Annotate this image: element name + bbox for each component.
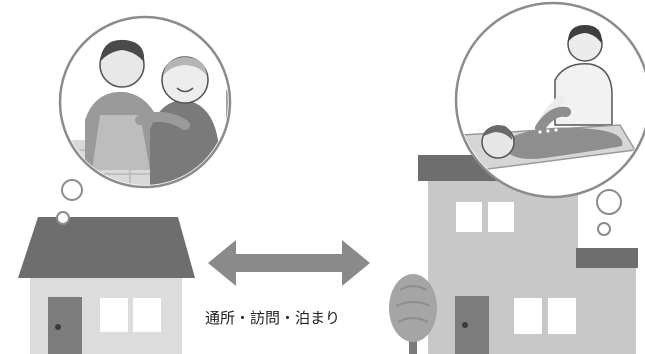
caregiver-apron [92,115,150,170]
facility-window-top-right [488,202,514,232]
elderly-smile [176,87,194,93]
care-facility [418,155,638,354]
thought-dot-large-left [61,179,83,201]
facility-window-bottom-left [514,298,542,334]
tree-crown-texture [395,285,431,323]
facility-annex-roof [576,248,638,268]
thought-dot-large-right [596,189,622,215]
double-headed-arrow [208,240,370,286]
patient-button-1 [538,130,542,134]
tree [389,274,437,354]
thought-dot-small-left [56,211,70,225]
patient-body [505,127,623,159]
patient-hair [484,125,512,140]
house-door-knob [55,324,61,330]
patient-button-2 [546,129,550,133]
tree-crown [389,274,437,342]
patient-button-3 [554,128,558,132]
facility-care-bubble [454,1,645,199]
home-care-bubble [58,15,232,189]
patient-legs [535,106,571,133]
house-roof [18,217,195,278]
bed-rail [226,88,228,150]
facility-care-bubble-outline [454,1,645,199]
facility-door [455,296,489,354]
house-window-left [100,298,128,332]
facility-window-top-left [456,202,482,232]
thought-dot-small-right [597,222,611,236]
facility-window-bottom-right [548,298,576,334]
caption-text: 通所・訪問・泊まり [205,309,340,327]
nurse-hair [568,25,603,44]
facility-annex-wall [578,268,636,354]
elderly-hair [163,57,207,76]
house-door [48,297,82,354]
house [18,217,195,354]
house-window-right [133,298,161,332]
caregiver-hair [100,39,145,62]
caregiver-arm [135,111,190,130]
facility-door-knob [462,322,468,328]
